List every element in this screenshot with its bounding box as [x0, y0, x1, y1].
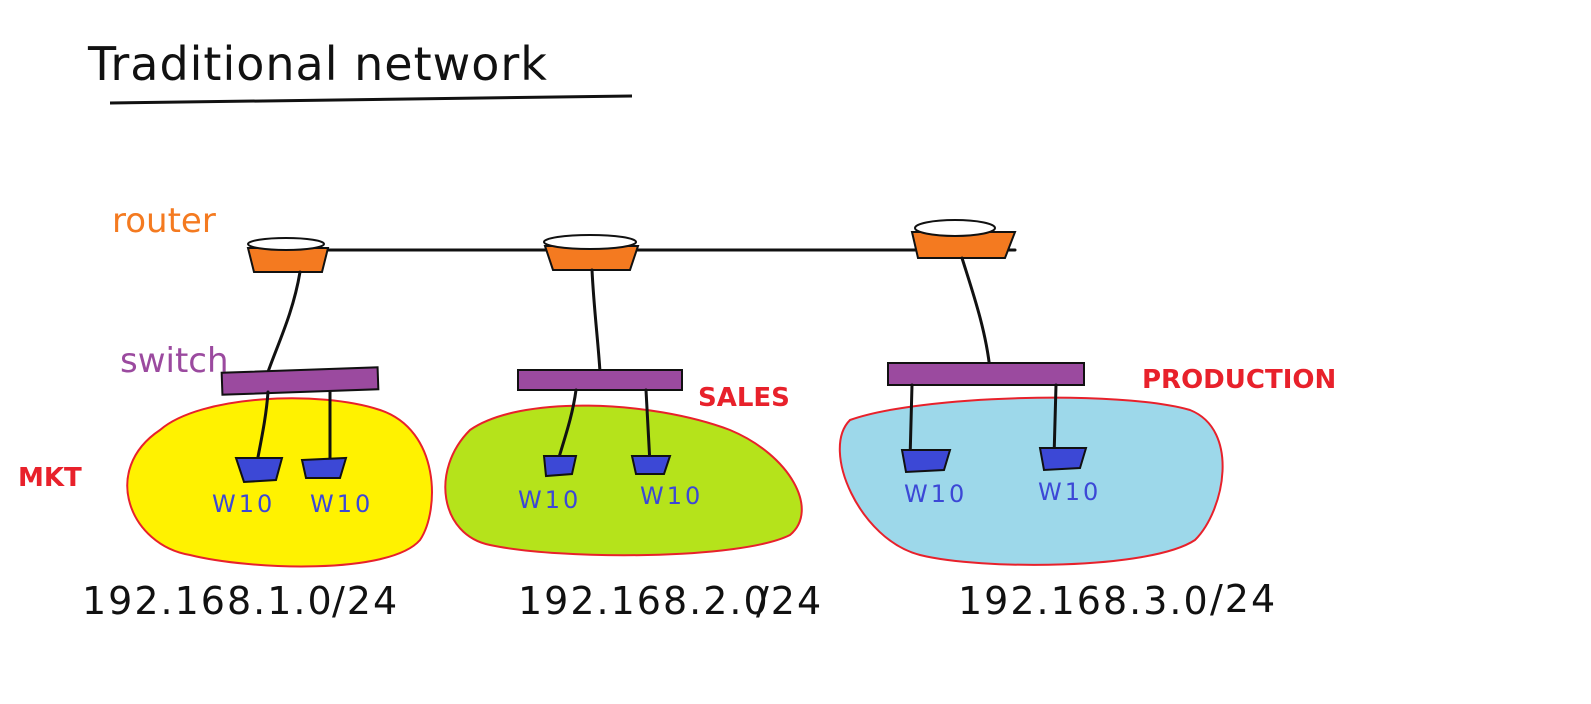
pc-label-sales-1: W10 — [518, 486, 581, 514]
segment-blob-production — [838, 396, 1224, 566]
switch-label: switch — [120, 341, 229, 381]
pc-sales-1 — [542, 455, 578, 478]
subnet-mkt-mask: /24 — [332, 579, 399, 623]
pc-label-production-1: W10 — [904, 480, 967, 508]
pc-production-1 — [900, 449, 952, 474]
title-underline — [109, 94, 633, 105]
switch-3 — [887, 362, 1085, 386]
subnet-production: 192.168.3.0 — [958, 579, 1210, 623]
pc-mkt-2 — [300, 456, 348, 479]
pc-label-sales-2: W10 — [640, 482, 703, 510]
router-label: router — [112, 201, 216, 241]
switch-2-pc-2-link — [644, 388, 652, 466]
diagram-title: Traditional network — [87, 37, 548, 91]
segment-blob-mkt — [126, 397, 433, 568]
switch-1 — [220, 366, 380, 396]
subnet-sales: 192.168.2.0 — [518, 579, 770, 623]
segment-label-sales: SALES — [698, 383, 790, 413]
router-2 — [543, 234, 640, 271]
pc-sales-2 — [630, 455, 672, 475]
pc-label-mkt-1: W10 — [212, 490, 275, 518]
router-1 — [246, 237, 330, 273]
pc-mkt-1 — [234, 457, 284, 484]
router-3 — [910, 219, 1017, 259]
switch-2 — [517, 369, 683, 391]
pc-production-2 — [1038, 447, 1088, 472]
subnet-sales-mask: /24 — [756, 579, 823, 623]
subnet-production-mask: /24 — [1210, 577, 1277, 621]
pc-label-production-2: W10 — [1038, 478, 1101, 506]
pc-label-mkt-2: W10 — [310, 490, 373, 518]
segment-label-mkt: MKT — [18, 463, 82, 493]
subnet-mkt: 192.168.1.0 — [82, 579, 334, 623]
switch-3-pc-1-link — [908, 383, 914, 462]
segment-blob-sales — [444, 404, 803, 557]
segment-label-production: PRODUCTION — [1142, 365, 1336, 395]
router-3-uplink — [960, 256, 992, 372]
router-2-uplink — [590, 268, 602, 374]
switch-3-pc-2-link — [1052, 383, 1058, 460]
